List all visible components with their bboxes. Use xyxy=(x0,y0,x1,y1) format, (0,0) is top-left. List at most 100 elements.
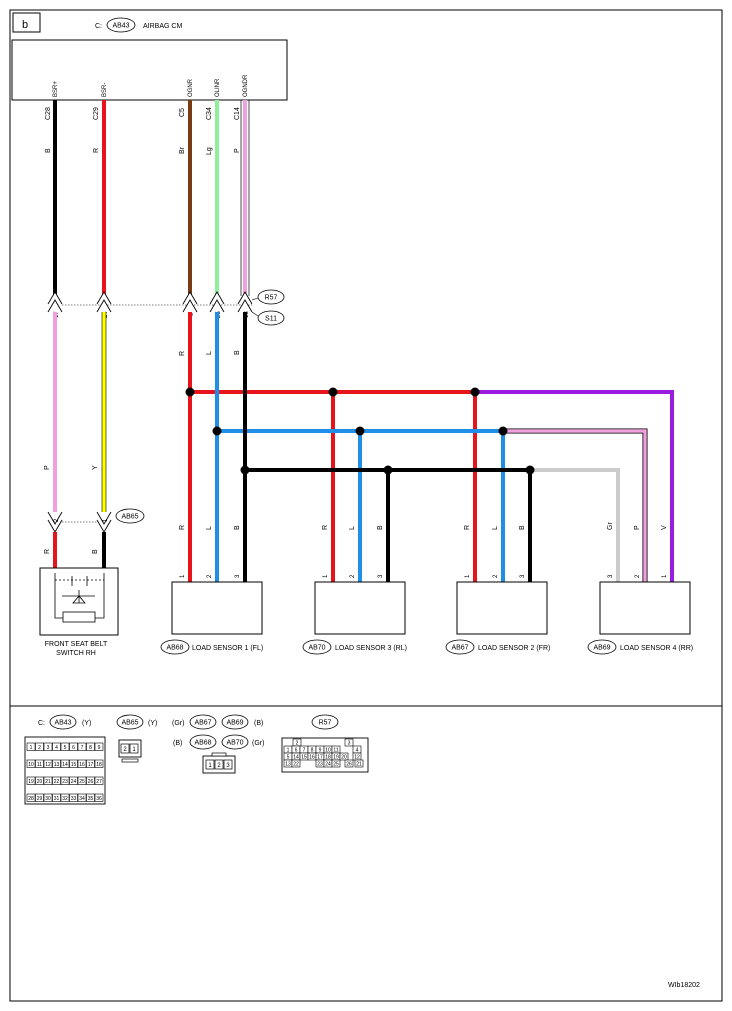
pin-number: 3 xyxy=(47,745,50,751)
ecm-signal-label: OGNR xyxy=(188,78,194,97)
pin-cell xyxy=(129,743,139,754)
switch-symbol xyxy=(54,573,105,623)
wire-color-label: L xyxy=(492,526,499,530)
pin-cell xyxy=(60,793,70,802)
sensor-code: AB67 xyxy=(451,645,468,652)
wire-color-label: R xyxy=(179,351,186,356)
pin-number: 34 xyxy=(79,796,85,802)
legend-code: AB68 xyxy=(194,740,211,747)
sensor-box xyxy=(171,581,263,635)
pin-number: 5 xyxy=(287,754,290,760)
sensor-pin: 3 xyxy=(520,574,526,578)
upper-wires xyxy=(53,100,250,296)
legend-code: AB67 xyxy=(194,720,211,727)
pin-number: 2 xyxy=(217,763,221,769)
figure-id: WIb18202 xyxy=(668,982,700,989)
wire-edge xyxy=(503,428,648,582)
pin-number: 12 xyxy=(354,754,360,760)
pin-cell xyxy=(94,759,104,768)
pin-cell xyxy=(52,776,61,785)
wire-color-label: L xyxy=(206,526,213,530)
pin-cell xyxy=(77,776,87,785)
ecm-signal-label: OGNDR xyxy=(243,74,249,97)
pin-cell xyxy=(26,759,36,768)
legend-code: AB65 xyxy=(121,720,138,727)
panel-label: b xyxy=(22,19,28,31)
ecm-cavity-label: C34 xyxy=(206,107,213,120)
pin-cell xyxy=(35,742,44,751)
sensor-box xyxy=(456,581,548,635)
ecm-pin-labels: BSR+ BSR- OGNR OLINR OGNDR C28 C29 C5 C3… xyxy=(45,74,249,155)
switch-wires: P Y xyxy=(44,312,107,512)
tag-leader xyxy=(251,311,259,317)
pin-cell xyxy=(60,759,70,768)
pin-number: 13 xyxy=(54,762,60,768)
pin-cell xyxy=(86,776,95,785)
pin-cell xyxy=(26,742,36,751)
pin-number: 14 xyxy=(293,754,299,760)
legend-code-oval xyxy=(49,714,77,730)
wire-gray xyxy=(530,468,620,582)
ecm-name: AIRBAG CM xyxy=(143,23,182,30)
junction-connectors: 17 24 9 25 18 xyxy=(47,291,253,318)
wire-pink xyxy=(503,429,647,582)
wire-color-label: R xyxy=(93,148,100,153)
pin-number: 2 xyxy=(296,740,299,746)
pin-number: 16 xyxy=(309,754,315,760)
pin-number: 6 xyxy=(295,747,298,753)
pin-cell xyxy=(35,793,44,802)
pin-cell xyxy=(344,738,354,747)
ecm-code: AB43 xyxy=(112,23,129,30)
pin-cell xyxy=(223,759,233,770)
connector-tag-oval xyxy=(257,289,285,305)
sensor-code-oval xyxy=(587,639,617,655)
load-sensor-3: R L B 1 2 3 AB70 LOAD SENSOR 3 (RL) xyxy=(302,525,407,655)
pin-number: 36 xyxy=(96,796,102,802)
switch-name-line1: FRONT SEAT BELT xyxy=(45,641,108,648)
connector-tag-s11: S11 xyxy=(265,316,277,323)
pin-number: 25 xyxy=(333,761,339,767)
pin-number: 15 xyxy=(71,762,77,768)
pin-cell xyxy=(52,742,61,751)
pin-cell xyxy=(69,776,78,785)
legend-code-oval xyxy=(189,734,217,750)
switch-pin-number: 2 xyxy=(54,518,60,522)
pin-number: 19 xyxy=(28,779,34,785)
sensor-box xyxy=(314,581,406,635)
pin-number: 20 xyxy=(341,754,347,760)
pin-number: 14 xyxy=(62,762,68,768)
capacitor xyxy=(71,576,88,586)
sensor-pin: 2 xyxy=(207,574,213,578)
switch-pin-number: 1 xyxy=(103,518,109,522)
pin-number: 11 xyxy=(37,762,42,768)
sensor-pin: 1 xyxy=(662,574,668,578)
pin-number: 22 xyxy=(54,779,60,785)
sensor-code: AB70 xyxy=(308,645,325,652)
pin-number: 10 xyxy=(28,762,34,768)
ecm-cavity-label: C28 xyxy=(45,107,52,120)
pin-cell xyxy=(60,742,70,751)
splice-dot xyxy=(470,387,480,397)
connector-latch xyxy=(211,752,227,757)
wire-color-label: R xyxy=(44,549,51,554)
splice-dot xyxy=(212,426,222,436)
connector-terminal xyxy=(182,291,198,313)
pin-cell xyxy=(35,759,44,768)
pin-cell xyxy=(52,759,61,768)
sensor-bus-wires xyxy=(188,312,674,582)
wire-color-label: P xyxy=(44,465,51,470)
connector-terminal xyxy=(237,291,253,313)
pin-number: 35 xyxy=(88,796,94,802)
pin-number: 18 xyxy=(96,762,102,768)
pin-number: 15 xyxy=(301,754,307,760)
pin-cell xyxy=(205,759,215,770)
pin-cell xyxy=(43,776,53,785)
pin-number: 24 xyxy=(71,779,77,785)
pin-number: 17 xyxy=(88,762,94,768)
pin-number: 5 xyxy=(64,745,67,751)
sensor-box xyxy=(599,581,691,635)
pin-number: 7 xyxy=(81,745,84,751)
pin-number: 31 xyxy=(54,796,60,802)
pin-cell xyxy=(331,759,341,768)
